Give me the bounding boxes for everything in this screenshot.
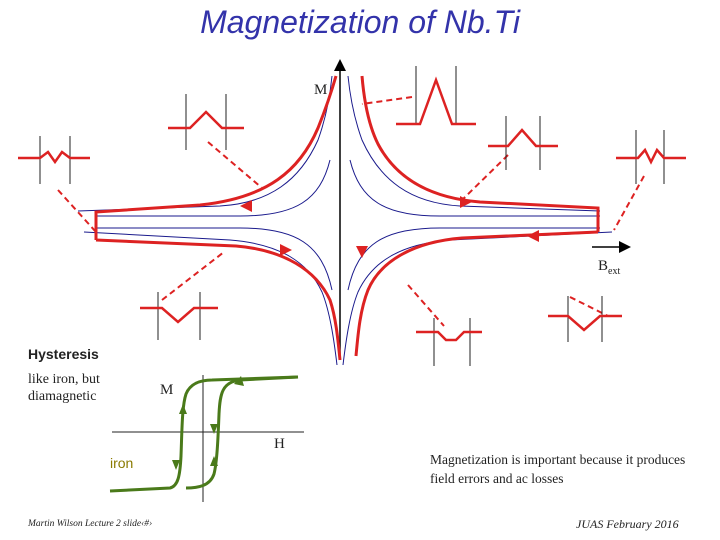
red-arrowhead-1 bbox=[240, 200, 252, 212]
footer-lecture: Martin Wilson Lecture 2 slide‹#› bbox=[28, 519, 153, 529]
profile-glyph-7 bbox=[416, 318, 482, 366]
hysteresis-description: like iron, but diamagnetic bbox=[28, 372, 100, 404]
red-arrowhead-4 bbox=[527, 230, 539, 242]
thin-curve-upper bbox=[77, 75, 601, 212]
profile-glyph-2 bbox=[168, 94, 244, 150]
profile-glyph-5 bbox=[616, 130, 686, 184]
inset-h-label: H bbox=[274, 436, 285, 452]
iron-label: iron bbox=[110, 455, 134, 471]
red-curve-lower-left bbox=[95, 238, 342, 361]
pointer-line-4 bbox=[461, 154, 509, 201]
b-axis-main: B bbox=[598, 258, 609, 274]
loop-arrow-5 bbox=[172, 460, 180, 470]
footer-event: JUAS February 2016 bbox=[576, 517, 679, 531]
hysteresis-heading: Hysteresis bbox=[28, 346, 99, 362]
pointer-line-3 bbox=[361, 96, 413, 105]
loop-arrow-4 bbox=[179, 404, 187, 414]
red-arrowhead-3 bbox=[280, 244, 292, 256]
pointer-line-7 bbox=[407, 284, 445, 327]
red-curve-upper-left bbox=[94, 75, 338, 240]
b-axis-subscript: ext bbox=[608, 266, 621, 277]
pointer-line-2 bbox=[207, 141, 263, 189]
loop-arrow-3 bbox=[210, 456, 218, 466]
thin-curve-inner bbox=[96, 159, 600, 291]
profile-glyph-1 bbox=[18, 136, 90, 184]
inset-m-label: M bbox=[160, 382, 174, 398]
profile-glyph-8 bbox=[548, 296, 622, 342]
red-arrowhead-5 bbox=[356, 246, 368, 258]
profile-glyph-3 bbox=[396, 66, 476, 126]
profile-glyph-4 bbox=[488, 116, 558, 170]
pointer-line-6 bbox=[161, 251, 225, 301]
loop-arrow-2 bbox=[210, 424, 218, 434]
red-curve-lower-right bbox=[354, 230, 599, 357]
importance-note: Magnetization is important because it pr… bbox=[430, 452, 686, 486]
profile-glyph-6 bbox=[140, 292, 218, 340]
pointer-line-5 bbox=[613, 175, 645, 231]
loop-arrow-1 bbox=[234, 376, 244, 386]
hysteresis-loop bbox=[109, 375, 299, 493]
page-title: Magnetization of Nb.Ti bbox=[200, 4, 520, 40]
m-axis-label: M bbox=[314, 82, 328, 98]
b-axis-label: Bext bbox=[598, 258, 620, 277]
